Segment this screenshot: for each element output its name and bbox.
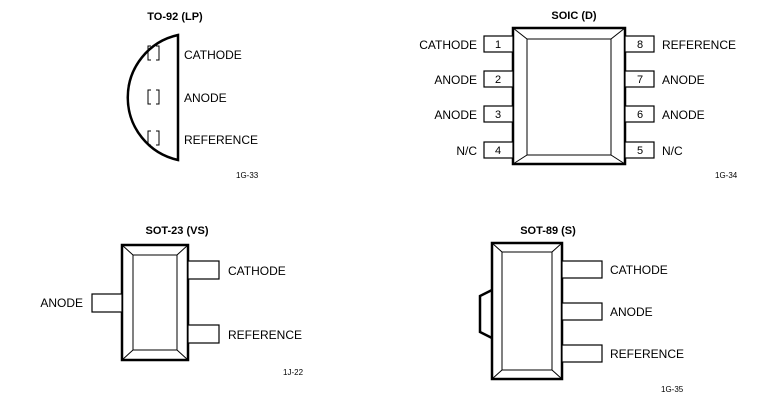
soic-pin-1	[483, 35, 514, 53]
sot23-body-bevel	[121, 244, 189, 361]
to92-pin-label-reference: REFERENCE	[184, 133, 258, 147]
soic-pin-number-2: 2	[495, 74, 501, 86]
sot89-pin-label-cathode: CATHODE	[610, 263, 668, 277]
soic-pin-number-8: 8	[637, 39, 643, 51]
sot89-pin-cathode	[561, 260, 603, 279]
sot89-pin-reference	[561, 344, 603, 363]
soic-pin-number-1: 1	[495, 39, 501, 51]
soic-pin-3	[483, 105, 514, 123]
sot89-pin-anode	[561, 302, 603, 321]
soic-pin-7	[624, 70, 655, 88]
to92-pin-label-cathode: CATHODE	[184, 48, 242, 62]
sot23-pin-cathode	[187, 260, 220, 280]
to92-pin-marker-2	[147, 89, 160, 105]
soic-pin-2	[483, 70, 514, 88]
sot23-title: SOT-23 (VS)	[146, 225, 209, 237]
soic-pin-4	[483, 141, 514, 159]
to92-title: TO-92 (LP)	[147, 11, 203, 23]
soic-pin-8	[624, 35, 655, 53]
to92-pin-marker-1	[147, 45, 160, 61]
sot23-drawing-code: 1J-22	[283, 368, 304, 377]
soic-pin-number-5: 5	[637, 145, 643, 157]
soic-pin-number-6: 6	[637, 109, 643, 121]
soic-body-bevel	[512, 27, 626, 165]
sot23-body-inner	[132, 254, 178, 351]
soic-pin-number-3: 3	[495, 109, 501, 121]
sot89-drawing-code: 1G-35	[661, 385, 684, 394]
sot89-body-bevel	[491, 242, 563, 380]
soic-pin-number-4: 4	[495, 145, 501, 157]
soic-pin-label-8: REFERENCE	[662, 38, 736, 52]
to92-package: TO-92 (LP) CATHODE ANODE REFERENCE 1G-33	[126, 11, 259, 180]
soic-body-inner	[526, 38, 612, 156]
sot23-pin-label-anode: ANODE	[40, 296, 83, 310]
sot23-package: SOT-23 (VS) ANODE CATHODE REFERENCE 1J-2…	[40, 225, 303, 377]
to92-drawing-code: 1G-33	[236, 171, 259, 180]
soic-title: SOIC (D)	[551, 10, 597, 22]
sot23-pin-anode	[91, 293, 123, 313]
to92-body	[126, 33, 180, 162]
sot89-title: SOT-89 (S)	[520, 225, 576, 237]
soic-pin-6	[624, 105, 655, 123]
soic-pin-label-4: N/C	[456, 144, 477, 158]
sot89-pin-label-reference: REFERENCE	[610, 347, 684, 361]
sot89-body-inner	[501, 251, 553, 371]
sot89-pin-label-anode: ANODE	[610, 305, 653, 319]
soic-body	[511, 26, 627, 166]
sot23-pin-reference	[187, 324, 220, 344]
soic-pin-number-7: 7	[637, 74, 643, 86]
soic-pin-label-6: ANODE	[662, 108, 705, 122]
soic-drawing-code: 1G-34	[715, 171, 738, 180]
soic-pin-label-2: ANODE	[434, 73, 477, 87]
sot23-pin-label-reference: REFERENCE	[228, 328, 302, 342]
soic-pin-label-3: ANODE	[434, 108, 477, 122]
soic-pin-5	[624, 141, 655, 159]
soic-package: SOIC (D) 1 2 3 4 CATHODE ANODE ANODE N/C…	[419, 10, 738, 180]
sot89-package: SOT-89 (S) CATHODE ANODE REFERENCE 1G-35	[478, 225, 684, 394]
soic-pin-label-1: CATHODE	[419, 38, 477, 52]
sot23-pin-label-cathode: CATHODE	[228, 264, 286, 278]
sot89-tab	[478, 288, 493, 340]
to92-pin-label-anode: ANODE	[184, 91, 227, 105]
soic-pin-label-5: N/C	[662, 144, 683, 158]
to92-pin-marker-3	[147, 130, 160, 146]
soic-pin-label-7: ANODE	[662, 73, 705, 87]
sot23-body	[120, 243, 190, 362]
